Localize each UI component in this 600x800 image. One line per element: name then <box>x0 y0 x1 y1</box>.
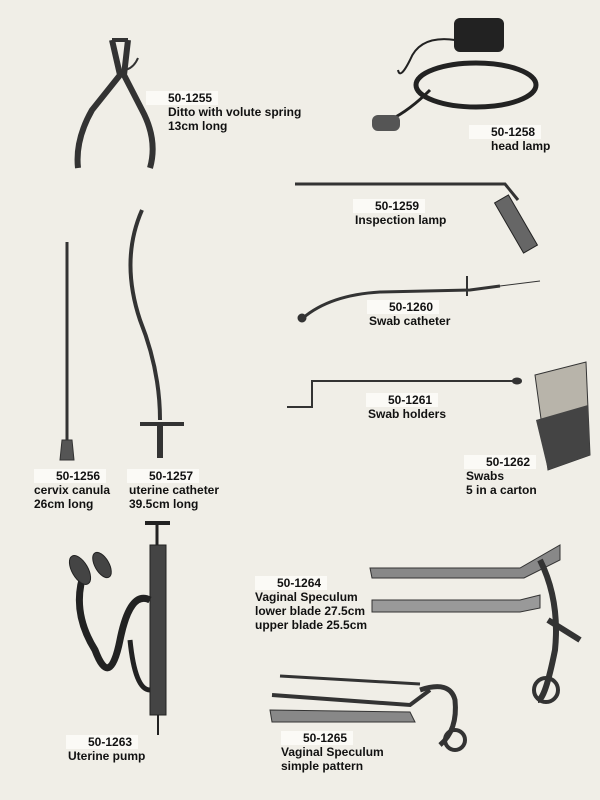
description-line: 5 in a carton <box>466 483 537 497</box>
uterine-catheter-illustration <box>128 209 184 458</box>
description-line: simple pattern <box>281 759 364 773</box>
description-line: head lamp <box>491 139 551 153</box>
catalog-number: 50-1259 <box>353 199 426 213</box>
pliers-illustration <box>74 38 156 169</box>
caption-50-1257: 50-1257 uterine catheter 39.5cm long <box>127 469 220 511</box>
caption-50-1258: 50-1258 head lamp <box>469 125 551 153</box>
caption-50-1262: 50-1262 Swabs 5 in a carton <box>464 455 537 497</box>
catalog-number: 50-1255 <box>146 91 219 105</box>
caption-50-1263: 50-1263 Uterine pump <box>66 735 146 763</box>
description-line: uterine catheter <box>129 483 220 497</box>
caption-50-1260: 50-1260 Swab catheter <box>367 300 451 328</box>
description-line: Swab holders <box>368 407 447 421</box>
swab-catheter-illustration <box>297 276 541 323</box>
description-line: cervix canula <box>34 483 111 497</box>
uterine-pump-illustration <box>68 521 170 735</box>
description-line: Ditto with volute spring <box>168 105 302 119</box>
cervix-canula-illustration <box>59 242 75 461</box>
description-line: 26cm long <box>34 497 94 511</box>
description-line: Vaginal Speculum <box>281 745 384 759</box>
caption-50-1256: 50-1256 cervix canula 26cm long <box>34 469 110 511</box>
description-line: Swabs <box>466 469 505 483</box>
catalog-number: 50-1260 <box>367 300 440 314</box>
description-line: Vaginal Speculum <box>255 590 358 604</box>
catalog-number: 50-1262 <box>464 455 537 469</box>
catalog-number: 50-1256 <box>34 469 107 483</box>
catalog-number: 50-1258 <box>469 125 542 139</box>
catalog-number: 50-1264 <box>255 576 328 590</box>
catalog-number: 50-1261 <box>366 393 439 407</box>
description-line: 39.5cm long <box>129 497 199 511</box>
caption-50-1264: 50-1264 Vaginal Speculum lower blade 27.… <box>255 576 367 632</box>
swabs-carton-illustration <box>534 361 591 471</box>
vaginal-speculum-illustration <box>369 544 582 704</box>
caption-50-1255: 50-1255 Ditto with volute spring 13cm lo… <box>146 91 302 133</box>
inspection-lamp-illustration <box>295 182 539 254</box>
description-line: upper blade 25.5cm <box>255 618 368 632</box>
description-line: lower blade 27.5cm <box>255 604 366 618</box>
catalog-number: 50-1265 <box>281 731 354 745</box>
description-line: Uterine pump <box>68 749 146 763</box>
description-line: Swab catheter <box>369 314 451 328</box>
caption-50-1265: 50-1265 Vaginal Speculum simple pattern <box>281 731 384 773</box>
simple-speculum-illustration <box>269 674 467 752</box>
caption-50-1261: 50-1261 Swab holders <box>366 393 447 421</box>
swab-holder-illustration <box>287 377 522 408</box>
caption-50-1259: 50-1259 Inspection lamp <box>353 199 447 227</box>
head-lamp-illustration <box>372 18 539 131</box>
catalog-number: 50-1257 <box>127 469 200 483</box>
catalog-number: 50-1263 <box>66 735 139 749</box>
description-line: Inspection lamp <box>355 213 447 227</box>
description-line: 13cm long <box>168 119 228 133</box>
